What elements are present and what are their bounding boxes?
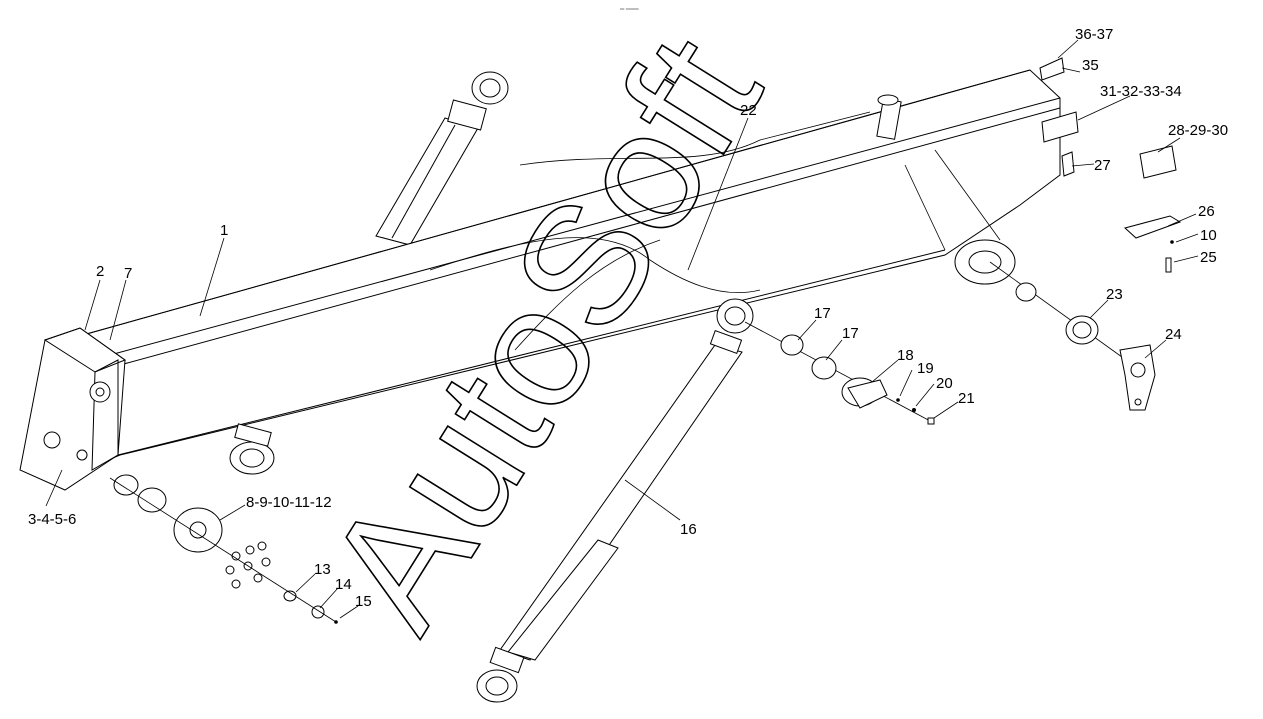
callout-19: 19 <box>917 360 934 377</box>
callout-27: 27 <box>1094 157 1111 174</box>
middle-pin-group <box>744 321 935 425</box>
callout-3-6: 3-4-5-6 <box>28 511 76 528</box>
lower-hydraulic-cylinder <box>476 298 754 703</box>
callout-1: 1 <box>220 222 228 239</box>
header-mark: ═ ═══ <box>619 7 639 13</box>
callout-10: 10 <box>1200 227 1217 244</box>
callout-2: 2 <box>96 263 104 280</box>
callout-23: 23 <box>1106 286 1123 303</box>
callout-18: 18 <box>897 347 914 364</box>
callout-8-12: 8-9-10-11-12 <box>246 494 332 511</box>
callout-labels: 1 2 7 3-4-5-6 8-9-10-11-12 13 14 15 16 1… <box>28 26 1228 610</box>
callout-26: 26 <box>1198 203 1215 220</box>
callout-36-37: 36-37 <box>1075 26 1113 43</box>
callout-13: 13 <box>314 561 331 578</box>
rear-pivot-lug <box>954 239 1016 285</box>
callout-7: 7 <box>124 265 132 282</box>
boom-head-box <box>19 327 127 491</box>
callout-20: 20 <box>936 375 953 392</box>
front-pin-group <box>109 474 338 624</box>
callout-28-30: 28-29-30 <box>1168 122 1228 139</box>
callout-21: 21 <box>958 390 975 407</box>
callout-17b: 17 <box>842 325 859 342</box>
callout-24: 24 <box>1165 326 1182 343</box>
callout-15: 15 <box>355 593 372 610</box>
callout-16: 16 <box>680 521 697 538</box>
callout-35: 35 <box>1082 57 1099 74</box>
callout-17a: 17 <box>814 305 831 322</box>
top-pipe <box>876 94 902 140</box>
lower-lug <box>229 423 275 475</box>
callout-22: 22 <box>740 102 757 119</box>
callout-14: 14 <box>335 576 352 593</box>
callout-25: 25 <box>1200 249 1217 266</box>
callout-31-34: 31-32-33-34 <box>1100 83 1182 100</box>
leader-lines <box>45 39 1199 619</box>
small-parts-right <box>1039 57 1182 273</box>
rear-pin-group <box>989 261 1156 411</box>
upper-hydraulic-cylinder <box>375 71 509 246</box>
